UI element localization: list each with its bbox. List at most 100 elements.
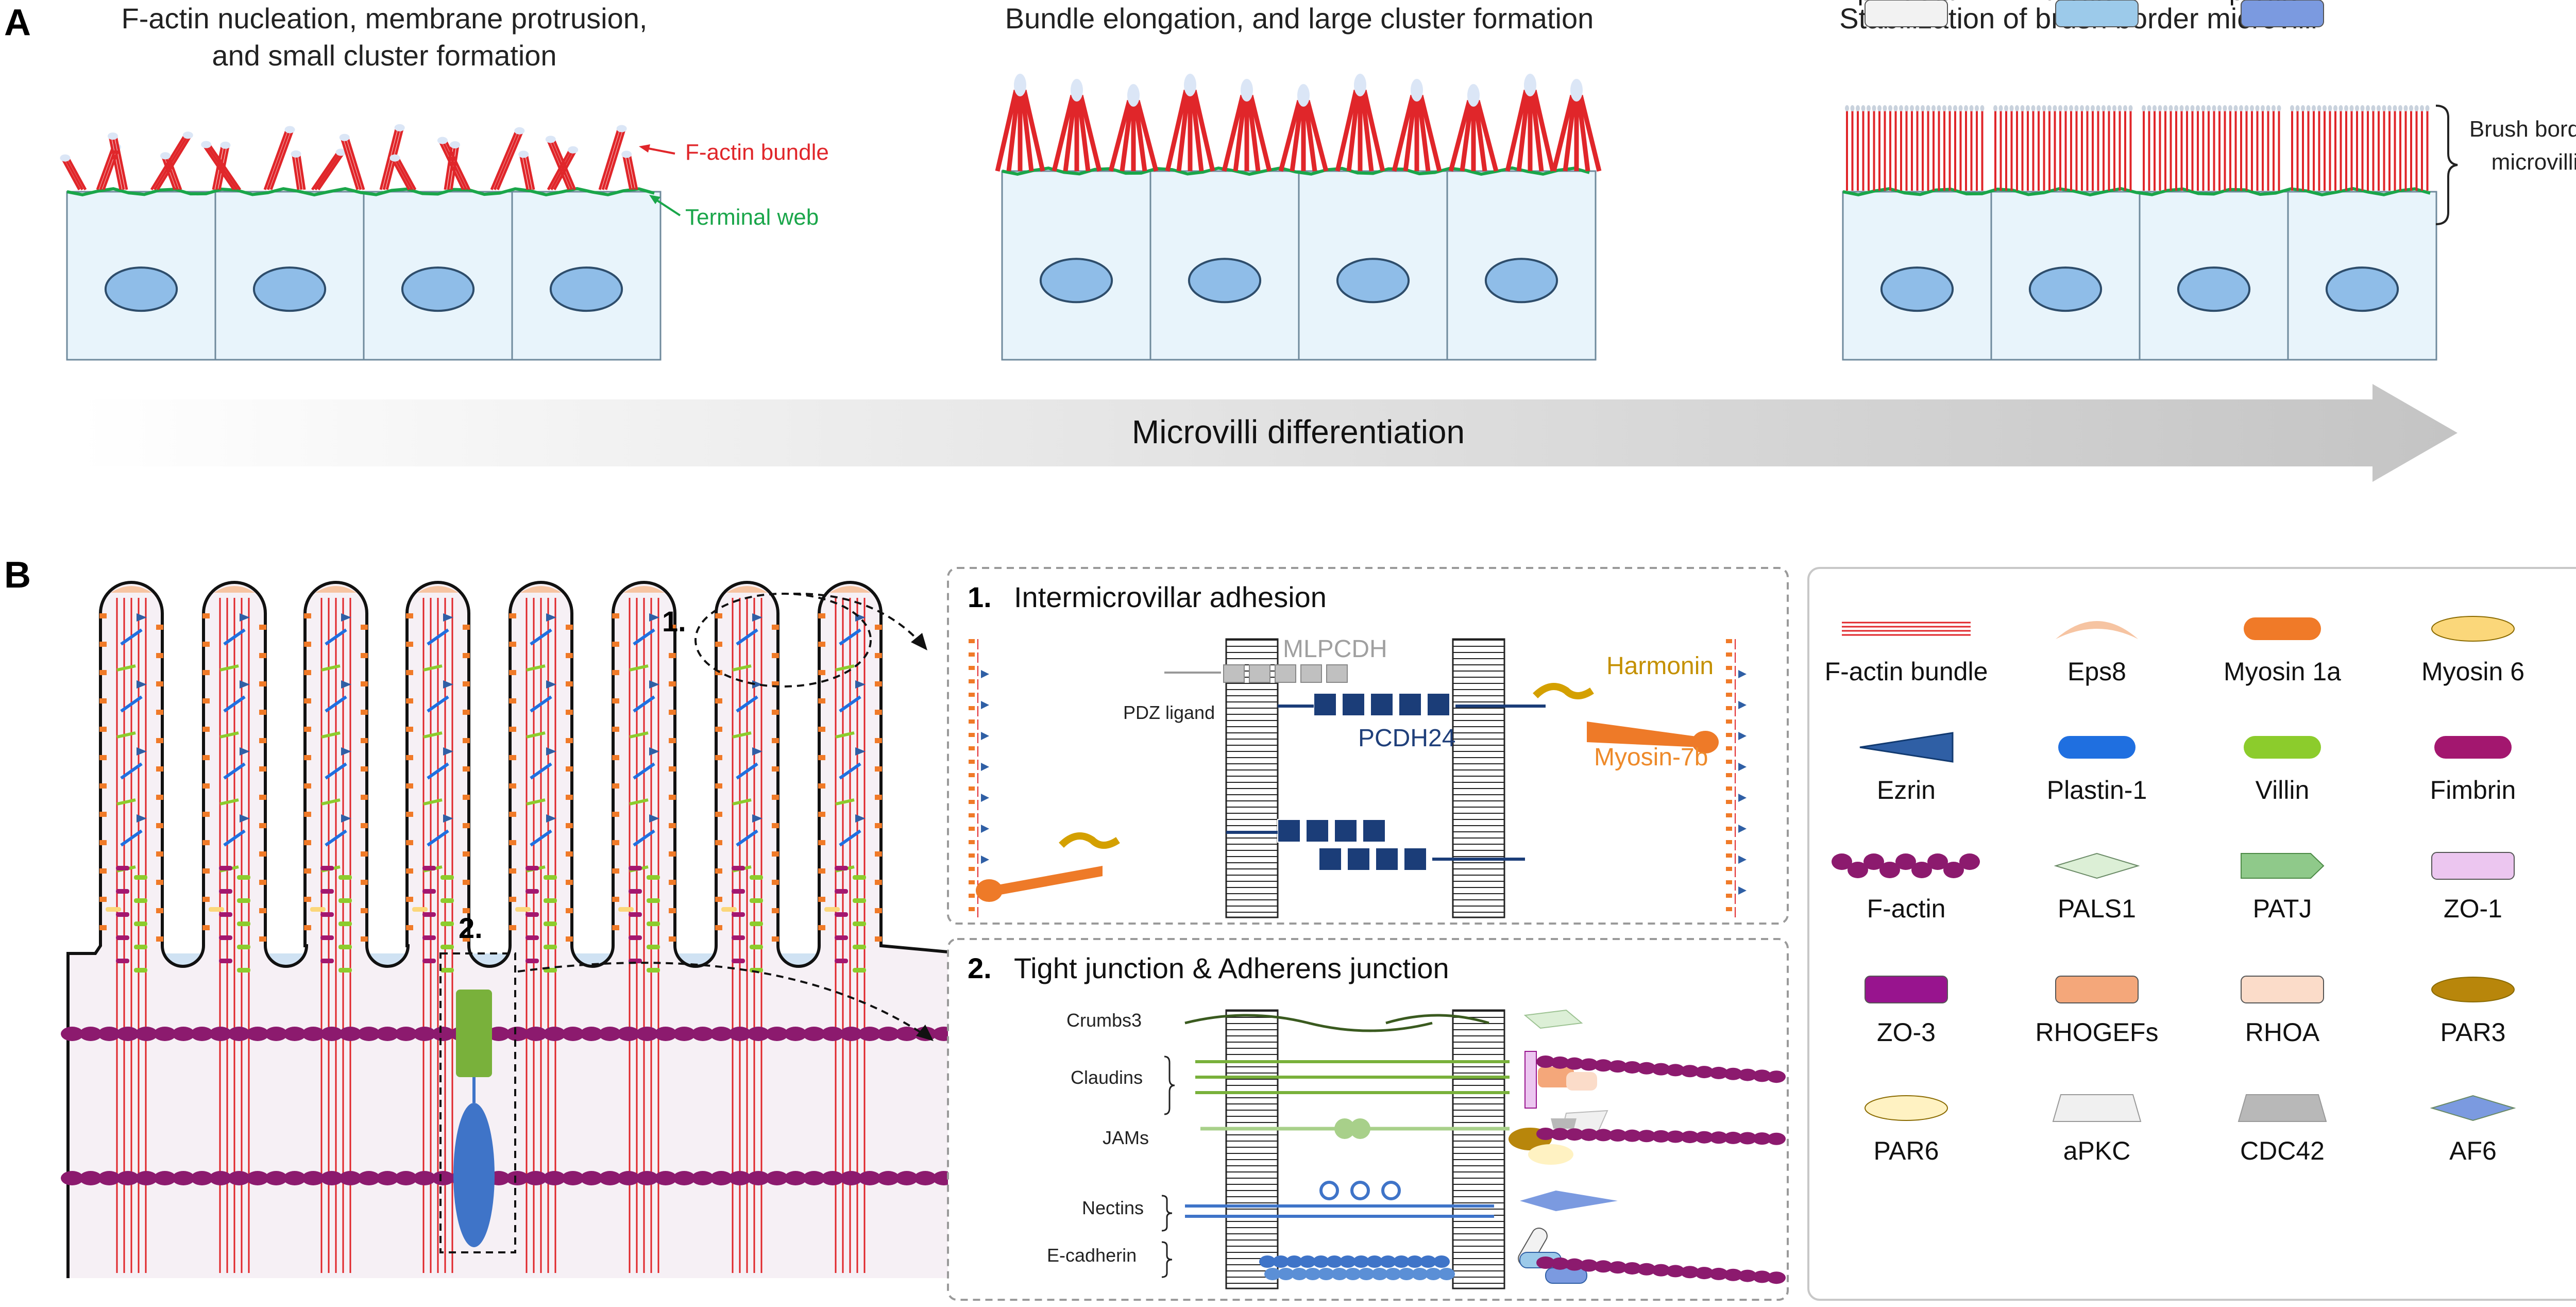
ezrin xyxy=(546,747,556,756)
microvillus-tip xyxy=(2366,105,2370,111)
actin-bundle xyxy=(96,146,114,190)
myosin-1a xyxy=(304,783,311,789)
factin-monomer xyxy=(1767,1070,1786,1083)
actin-bundle xyxy=(1362,89,1385,172)
myosin-1a xyxy=(202,755,210,760)
ecadherin-domain xyxy=(1278,1268,1294,1280)
factin-monomer xyxy=(1637,1263,1656,1276)
factin-monomer xyxy=(1608,1129,1627,1142)
ecadherin-domain xyxy=(1425,1268,1442,1280)
myosin-1a xyxy=(715,925,722,930)
stage-2-epithelium xyxy=(995,74,1602,361)
fimbrin xyxy=(116,866,129,870)
ezrin xyxy=(752,613,762,622)
myosin-1a xyxy=(99,812,107,817)
actin-bundle xyxy=(1190,90,1204,172)
villin xyxy=(338,898,352,903)
villin xyxy=(750,921,763,926)
differentiation-arrow-label: Microvilli differentiation xyxy=(1132,413,1465,450)
myosin-1a xyxy=(406,897,413,902)
factin-monomer xyxy=(135,1171,158,1185)
microvillus-tip xyxy=(2387,105,2392,111)
actin-bundle xyxy=(444,140,471,191)
legend-item-label: RHOA xyxy=(2245,1018,2320,1047)
microvillus-tip xyxy=(2026,105,2030,111)
ecadherin-domain xyxy=(1299,1255,1316,1268)
actin-filament-icon xyxy=(1895,853,1916,870)
factin-monomer xyxy=(1738,1068,1757,1081)
rhogef xyxy=(1538,1067,1574,1087)
microvillus-tip xyxy=(1953,105,1957,111)
myosin-1a xyxy=(1726,773,1732,777)
villin xyxy=(219,731,239,739)
myosin-1a xyxy=(304,727,311,732)
myosin-1a xyxy=(1726,639,1732,643)
myosin-1a xyxy=(1726,706,1732,710)
myosin-1a xyxy=(875,681,882,686)
myosin-1a xyxy=(715,897,722,902)
myosin-1a xyxy=(669,653,676,658)
factin-monomer xyxy=(858,1171,881,1185)
factin-monomer xyxy=(376,1027,399,1041)
brush-border-brace: Brush border microvilli xyxy=(2435,105,2576,225)
microvillus-tip xyxy=(2233,105,2238,111)
myosin-1a xyxy=(463,710,470,715)
microvillus-tip xyxy=(2317,105,2321,111)
crumbs3-label: Crumbs3 xyxy=(1066,1010,1142,1031)
myosin-1a xyxy=(156,795,163,800)
factin-monomer xyxy=(1623,1061,1641,1074)
villin xyxy=(134,898,147,903)
myosin-1a xyxy=(202,727,210,732)
myosin-1a xyxy=(156,653,163,658)
microvillus-tip xyxy=(2107,105,2111,111)
bundle-tip xyxy=(284,126,295,133)
factin-monomer xyxy=(116,1027,139,1041)
myosin-1a xyxy=(361,936,368,942)
myosin-1a xyxy=(612,755,619,760)
actin-bundle xyxy=(266,129,291,190)
bundle-tip xyxy=(339,133,350,141)
factin-monomer xyxy=(1580,1128,1598,1141)
factin-monomer xyxy=(265,1027,287,1041)
factin-monomer xyxy=(562,1171,584,1185)
legend-item: Eps8 xyxy=(2056,621,2138,686)
villin xyxy=(853,875,866,880)
myosin-1a xyxy=(772,908,779,913)
actin-filament-icon xyxy=(1863,853,1884,870)
microvillus-tip xyxy=(2102,105,2106,111)
factin-monomer xyxy=(209,1027,232,1041)
myosin-1a xyxy=(772,681,779,686)
factin-monomer xyxy=(1536,1128,1555,1140)
actin-bundle xyxy=(111,136,125,190)
microvillus-tip xyxy=(2117,105,2122,111)
factin-monomer xyxy=(1666,1064,1685,1077)
myosin-1a xyxy=(715,642,722,647)
inset-box-1: 1. Intermicrovillar adhesion MLPCDH PDZ … xyxy=(947,567,1789,925)
myosin-1a xyxy=(99,840,107,845)
connector-2 xyxy=(517,962,923,1034)
myosin-7b xyxy=(989,866,1103,897)
factin-monomer xyxy=(1580,1259,1598,1272)
actin-bundle xyxy=(298,154,306,190)
actin-bundle xyxy=(1222,94,1245,172)
legend-item-label: ZO-3 xyxy=(1877,1018,1936,1047)
actin-bundle xyxy=(346,137,365,190)
myosin-1a xyxy=(1726,880,1732,884)
factin-monomer xyxy=(1637,1062,1656,1075)
microvillus-tip xyxy=(2323,105,2327,111)
ezrin xyxy=(752,680,762,689)
plastin-1 xyxy=(427,829,449,847)
cell-nucleus xyxy=(1880,266,1954,312)
myosin-1a xyxy=(1726,733,1732,737)
factin-monomer xyxy=(821,1027,844,1041)
myosin-1a xyxy=(612,613,619,618)
myosin-1a xyxy=(156,936,163,942)
membrane-bilayer xyxy=(1452,1009,1505,1289)
myosin-1a xyxy=(969,639,975,643)
ecadherin-domain xyxy=(1438,1268,1455,1280)
eps8-cap xyxy=(214,586,255,593)
myosin-1a xyxy=(463,795,470,800)
factin-monomer xyxy=(691,1027,714,1041)
bundle-tip xyxy=(1570,79,1583,102)
